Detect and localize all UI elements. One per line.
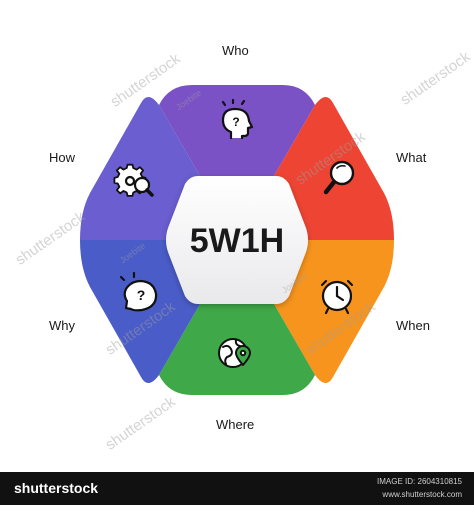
footer-logo: shutterstock xyxy=(14,480,99,496)
label-what: What xyxy=(396,150,427,165)
label-when: When xyxy=(396,318,430,333)
label-who: Who xyxy=(222,43,249,58)
head-question-icon: ? xyxy=(221,98,254,140)
clock-icon xyxy=(320,279,354,315)
globe-pin-icon xyxy=(218,338,251,368)
svg-text:?: ? xyxy=(232,115,239,129)
speech-question-icon: ? xyxy=(119,271,158,312)
magnifier-icon xyxy=(323,160,355,195)
footer-image-id: IMAGE ID: 2604310815 xyxy=(377,477,462,486)
center-title: 5W1H xyxy=(190,222,284,260)
footer-bar: shutterstock IMAGE ID: 2604310815 www.sh… xyxy=(0,472,474,505)
hexagon-diagram: 5W1H ? xyxy=(80,85,394,395)
segment-who xyxy=(159,85,315,240)
label-where: Where xyxy=(216,417,255,432)
segment-where xyxy=(159,240,315,395)
svg-text:?: ? xyxy=(137,287,146,303)
label-why: Why xyxy=(49,318,75,333)
center-hexagon xyxy=(166,176,308,304)
footer-url: www.shutterstock.com xyxy=(382,490,462,499)
gear-search-icon xyxy=(113,163,154,197)
label-how: How xyxy=(49,150,76,165)
